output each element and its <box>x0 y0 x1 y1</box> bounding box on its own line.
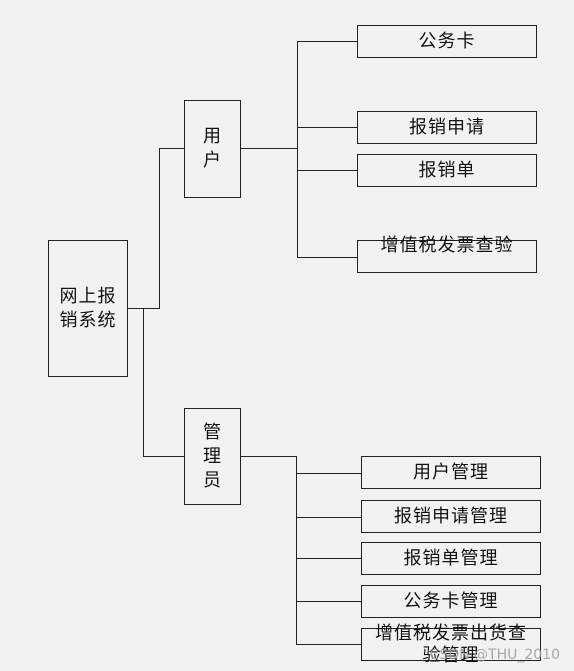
admin-label: 管理员 <box>203 421 222 491</box>
connector <box>296 517 361 518</box>
leaf-label: 报销申请 <box>409 116 485 138</box>
leaf-label: 用户管理 <box>413 461 489 483</box>
leaf-label: 增值税发票出货查验管理 <box>375 623 527 666</box>
connector <box>297 41 298 257</box>
user-node: 用户 <box>184 100 241 198</box>
leaf-label: 公务卡管理 <box>403 590 499 612</box>
admin-leaf-node: 增值税发票出货查验管理 <box>361 623 541 666</box>
watermark: CSDN @THU_2010 <box>429 647 560 663</box>
user-leaf-node: 增值税发票查验 <box>357 235 537 273</box>
connector <box>296 644 361 645</box>
admin-leaf-node: 报销单管理 <box>361 542 541 575</box>
user-leaf-node: 报销申请 <box>357 111 537 144</box>
user-label: 用户 <box>203 126 222 171</box>
leaf-label: 报销单管理 <box>403 547 499 569</box>
admin-node: 管理员 <box>184 408 241 505</box>
connector <box>159 148 184 149</box>
connector <box>143 456 184 457</box>
connector <box>143 308 144 456</box>
connector <box>296 473 361 474</box>
root-node: 网上报销系统 <box>48 240 128 377</box>
root-label: 网上报销系统 <box>59 285 117 331</box>
user-leaf-node: 公务卡 <box>357 25 537 58</box>
leaf-label: 公务卡 <box>418 30 476 52</box>
connector <box>296 558 361 559</box>
connector <box>241 456 296 457</box>
connector <box>241 148 297 149</box>
leaf-label: 报销申请管理 <box>394 505 508 527</box>
leaf-label: 增值税发票查验 <box>380 235 514 256</box>
admin-leaf-node: 报销申请管理 <box>361 500 541 533</box>
connector <box>297 257 357 258</box>
user-leaf-node: 报销单 <box>357 154 537 187</box>
connector <box>297 170 357 171</box>
connector <box>297 127 357 128</box>
connector <box>159 148 160 309</box>
connector <box>296 601 361 602</box>
admin-leaf-node: 用户管理 <box>361 456 541 489</box>
connector <box>297 41 357 42</box>
admin-leaf-node: 公务卡管理 <box>361 585 541 618</box>
connector <box>296 456 297 644</box>
leaf-label: 报销单 <box>418 159 476 181</box>
